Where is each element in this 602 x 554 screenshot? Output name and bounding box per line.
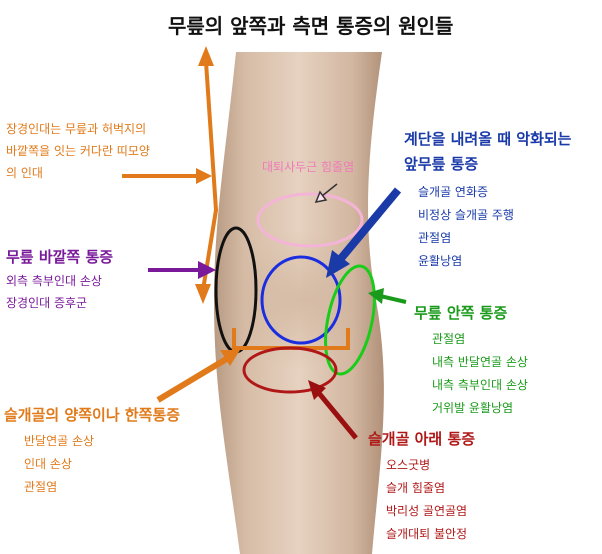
- page-title: 무릎의 앞쪽과 측면 통증의 원인들: [168, 14, 454, 38]
- itband-line-1: 장경인대는 무릎과 허벅지의: [6, 122, 147, 136]
- sides-item: 반달연골 손상: [24, 434, 95, 448]
- anterior-arrow: [326, 187, 402, 278]
- suprapatellar-label: 대퇴사두근 힘줄염: [262, 160, 355, 174]
- medial-arrow: [368, 288, 407, 304]
- suprapatellar-arrow: [314, 183, 338, 204]
- inferior-heading: 슬개골 아래 통증: [368, 430, 476, 448]
- itband-line-2: 바깥쪽을 잇는 커다란 띠모양: [6, 144, 150, 158]
- medial-item: 관절염: [432, 332, 466, 346]
- anterior-item: 윤활낭염: [418, 254, 463, 268]
- inferior-item: 슬개대퇴 불안정: [386, 527, 468, 541]
- anterior-heading-line-1: 계단을 내려올 때 악화되는: [404, 130, 572, 148]
- anterior-item: 비정상 슬개골 주행: [418, 208, 514, 222]
- itband-line-3: 의 인대: [6, 166, 43, 180]
- sides-item: 인대 손상: [24, 457, 72, 471]
- inferior-item: 박리성 골연골염: [386, 504, 468, 518]
- inferior-item: 오스굿병: [386, 458, 431, 472]
- inferior-item: 슬개 힘줄염: [386, 481, 446, 495]
- anterior-item: 관절염: [418, 231, 452, 245]
- sides-heading: 슬개골의 양쪽이나 한쪽통증: [4, 406, 181, 424]
- patella-circle: [260, 255, 342, 345]
- anterior-heading-line-2: 앞무릎 통증: [404, 155, 479, 173]
- sides-item: 관절염: [24, 480, 58, 494]
- medial-item: 내측 반달연골 손상: [432, 355, 528, 369]
- medial-oval: [324, 264, 376, 376]
- sides-arrow: [156, 350, 240, 403]
- lateral-heading: 무릎 바깥쪽 통증: [6, 248, 114, 266]
- lateral-arrow: [148, 261, 216, 279]
- suprapatellar-oval: [256, 192, 364, 248]
- anterior-item: 슬개골 연화증: [418, 185, 489, 199]
- inferior-arrow: [308, 380, 358, 440]
- inferior-oval: [242, 346, 338, 394]
- lateral-item: 외측 측부인대 손상: [6, 274, 102, 288]
- lateral-item: 장경인대 증후군: [6, 296, 88, 310]
- medial-item: 거위발 윤활낭염: [432, 401, 514, 415]
- itband-arrow: [122, 46, 219, 304]
- medial-heading: 무릎 안쪽 통증: [414, 304, 508, 322]
- medial-item: 내측 측부인대 손상: [432, 378, 528, 392]
